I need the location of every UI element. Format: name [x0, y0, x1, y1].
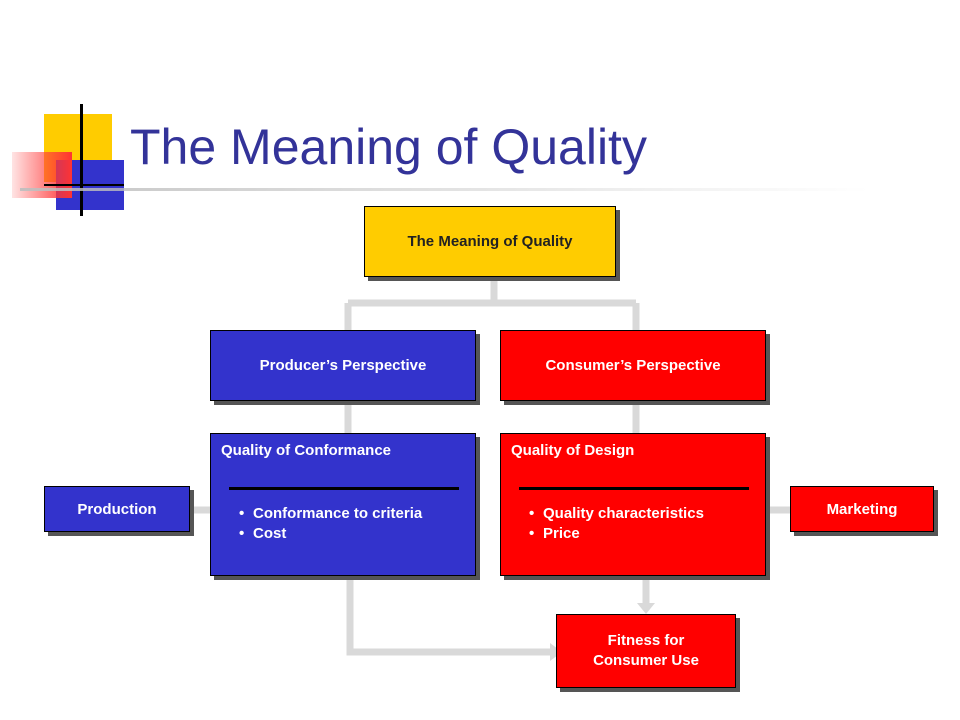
- quality-of-design-title: Quality of Design: [511, 442, 635, 459]
- design-divider: [519, 487, 749, 490]
- consumer-perspective-node: Consumer’s Perspective: [500, 330, 766, 401]
- quality-of-conformance-node: Quality of Conformance •Conformance to c…: [210, 433, 476, 576]
- fitness-top-arrowhead: [637, 603, 655, 614]
- decoration-horizontal-line: [44, 184, 124, 186]
- list-item: •Conformance to criteria: [239, 505, 423, 522]
- conformance-divider: [229, 487, 459, 490]
- conformance-list: •Conformance to criteria •Cost: [221, 504, 465, 544]
- root-node: The Meaning of Quality: [364, 206, 616, 277]
- fitness-for-consumer-use-node: Fitness for Consumer Use: [556, 614, 736, 688]
- title-underline: [20, 188, 870, 191]
- marketing-label: Marketing: [826, 501, 898, 518]
- corner-decoration: [0, 100, 140, 220]
- list-item: •Quality characteristics: [529, 505, 704, 522]
- root-to-perspectives-connector: [344, 280, 640, 332]
- consumer-perspective-label: Consumer’s Perspective: [545, 357, 721, 374]
- producer-perspective-label: Producer’s Perspective: [259, 357, 427, 374]
- page-title: The Meaning of Quality: [130, 119, 647, 175]
- quality-of-design-node: Quality of Design •Quality characteristi…: [500, 433, 766, 576]
- production-label: Production: [77, 500, 157, 518]
- producer-perspective-node: Producer’s Perspective: [210, 330, 476, 401]
- design-list: •Quality characteristics •Price: [511, 504, 755, 544]
- list-item: •Cost: [239, 525, 287, 542]
- decoration-vertical-line: [80, 104, 83, 216]
- quality-of-conformance-title: Quality of Conformance: [221, 442, 392, 459]
- marketing-node: Marketing: [790, 486, 934, 532]
- conformance-to-fitness-connector: [346, 578, 552, 656]
- production-node: Production: [44, 486, 190, 532]
- root-node-label: The Meaning of Quality: [407, 233, 573, 250]
- fitness-for-consumer-use-label: Fitness for Consumer Use: [593, 632, 699, 669]
- list-item: •Price: [529, 525, 580, 542]
